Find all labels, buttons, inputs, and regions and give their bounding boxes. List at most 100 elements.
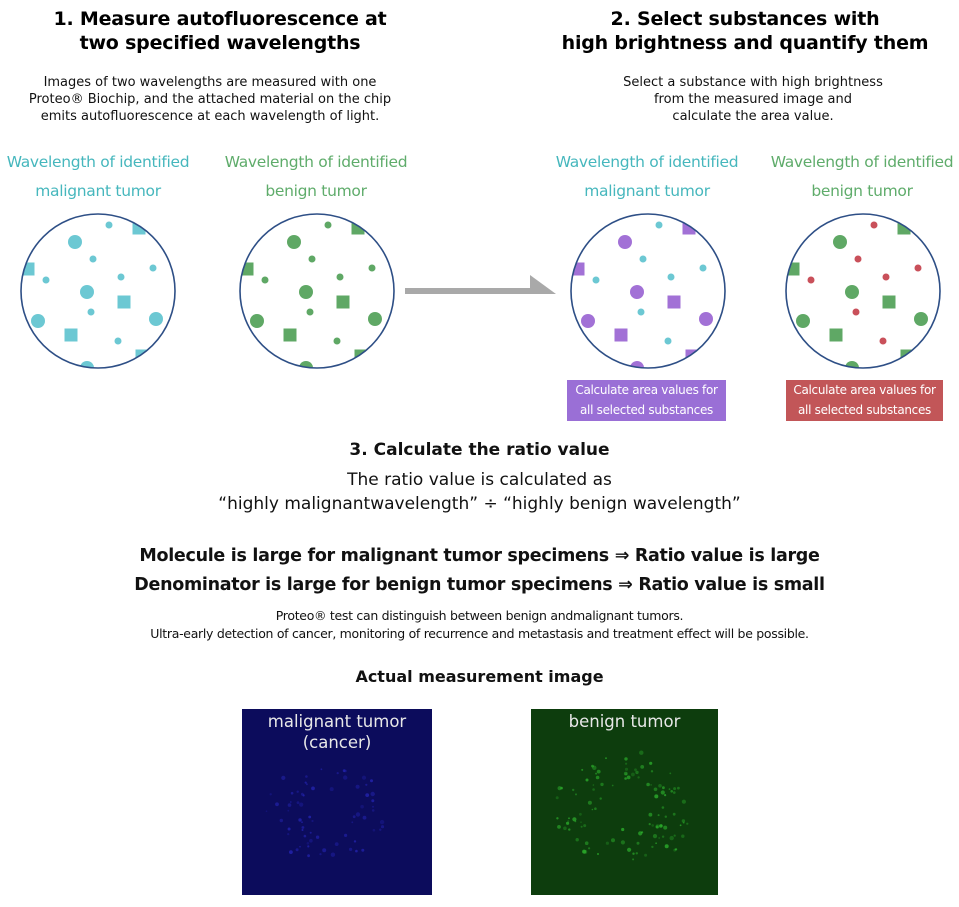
fluorescence-spot [654,794,659,799]
fluorescence-spot [583,824,587,828]
fluorescence-spot [296,801,300,804]
fluorescence-spot [675,848,678,851]
fluorescence-spot [575,838,579,842]
small-particle [117,273,125,281]
fluorescence-spot [305,775,308,778]
fluorescence-spot [648,823,651,826]
fluorescence-spot [303,834,307,838]
fluorescence-spot [662,786,665,790]
fluorescence-spot [352,815,356,819]
small-particle [149,264,157,272]
square-particle [829,328,843,342]
fluorescence-spot [265,810,268,812]
benign-image-label: benign tumor [531,711,718,732]
fluorescence-spot [672,812,676,816]
step2-desc-line2: from the measured image and [653,92,852,107]
fluorescence-spot [631,772,635,777]
box-line1: Calculate area values for [575,383,718,397]
calculate-area-box-benign: Calculate area values for all selected s… [786,380,943,421]
step2-description: Select a substance with high brightness … [553,74,953,125]
fluorescence-spot [296,790,299,793]
fluorescence-spot [307,845,310,848]
fluorescence-spot [362,815,367,820]
fluorescence-spot [661,835,665,838]
fluorescence-spot [624,777,627,780]
malignant-measurement-image: malignant tumor (cancer) [242,709,432,895]
fluorescence-spot [355,784,360,789]
fluorescence-spot [308,815,312,819]
fluorescence-spot [309,831,312,834]
step2-desc-line3: calculate the area value. [672,109,834,124]
fluorescence-spot [588,847,591,850]
step2-title-line2: high brightness and quantify them [561,32,929,54]
fluorescence-spot [632,858,635,861]
fluorescence-spot [592,788,595,791]
fluorescence-spot [668,788,671,790]
label-line1: Wavelength of identified [224,153,408,171]
large-particle [368,312,382,326]
box-line2: all selected substances [797,403,932,417]
step1-desc-line2: Proteo® Biochip, and the attached materi… [28,92,392,107]
fluorescence-spot [351,821,354,824]
step3-desc-line1: The ratio value is calculated as [347,470,612,490]
square-particle [64,328,78,342]
small-particle [261,276,269,284]
fluorescence-spot [605,757,607,760]
fluorescence-spot [568,828,571,831]
fluorescence-spot [587,800,592,805]
fluorescence-spot [307,854,310,858]
fluorescence-spot [655,842,657,844]
fluorescence-spot [584,841,589,845]
fluorescence-spot [660,790,665,795]
fluorescence-spot [580,821,582,823]
step1-title: 1. Measure autofluorescence at two speci… [20,7,420,55]
arrow-shaft [405,288,540,294]
fluorescence-spot [650,784,652,786]
step1-desc-line1: Images of two wavelengths are measured w… [43,75,377,90]
fluorescence-spot [661,806,665,809]
fluorescence-spot [595,772,598,775]
fluorescence-spot [275,802,279,807]
fluorescence-spot [686,822,689,825]
large-particle [80,361,94,368]
fluorescence-spot [372,828,376,832]
step3-description: The ratio value is calculated as “highly… [0,468,959,516]
fluorescence-spot [568,817,570,820]
fluorescence-spot [580,825,583,828]
fluorescence-spot [611,784,614,787]
step2-benign-label: Wavelength of identified benign tumor [762,148,959,206]
fluorescence-spot [575,793,577,796]
fluorescence-spot [301,829,304,831]
small-particle [336,273,344,281]
step1-title-line1: 1. Measure autofluorescence at [53,8,387,30]
small-particle [114,337,122,345]
fluorescence-spot [663,825,668,830]
fluorescence-spot [305,783,308,786]
fluorescence-spot [677,786,680,790]
fluorescence-spot [670,790,673,793]
small-particle [42,276,50,284]
fluorescence-spot [353,840,357,843]
fluorescence-spot [634,768,637,772]
step2-malignant-label: Wavelength of identified malignant tumor [547,148,747,206]
fluorescence-spot [624,757,628,761]
fluorescence-spot [637,776,640,779]
calculate-area-box-malignant: Calculate area values for all selected s… [567,380,726,421]
small-particle [368,264,376,272]
fluorescence-spot [309,838,313,843]
large-particle [845,285,859,299]
fluorescence-spot [681,799,686,804]
chip-outline [20,213,176,369]
fluorescence-spot [349,847,353,851]
label-line1: Wavelength of identified [770,153,954,171]
fluorescence-spot [556,817,559,820]
fluorescence-spot [334,842,339,846]
benign-fluorescence-texture [555,750,689,861]
step1-benign-label: Wavelength of identified benign tumor [216,148,416,206]
small-particle [667,273,675,281]
fluorescence-spot [591,808,594,811]
fluorescence-spot [600,782,604,787]
large-particle [299,285,313,299]
biochip-malignant-selected [570,213,726,369]
fluorescence-spot [289,801,292,803]
